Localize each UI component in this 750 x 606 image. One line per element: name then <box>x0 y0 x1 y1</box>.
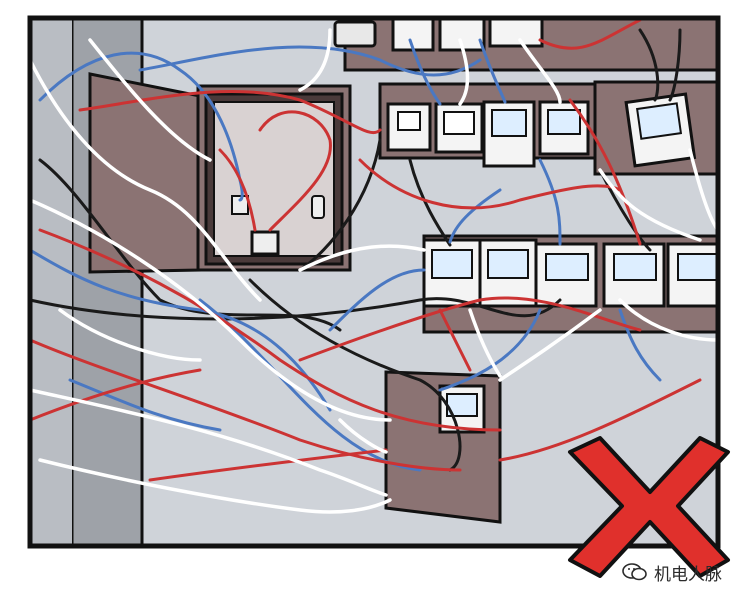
panel-frame <box>27 15 721 549</box>
lower-meters <box>422 238 720 308</box>
bottom-meter-cabinet <box>384 370 502 524</box>
wrong-x-mark <box>568 436 730 578</box>
wechat-icon <box>622 563 647 581</box>
upper-meters <box>386 92 697 168</box>
watermark-text: 机电人脉 <box>654 564 722 585</box>
watermark: 机电人脉 <box>622 560 722 585</box>
tangled-wires <box>28 18 720 514</box>
